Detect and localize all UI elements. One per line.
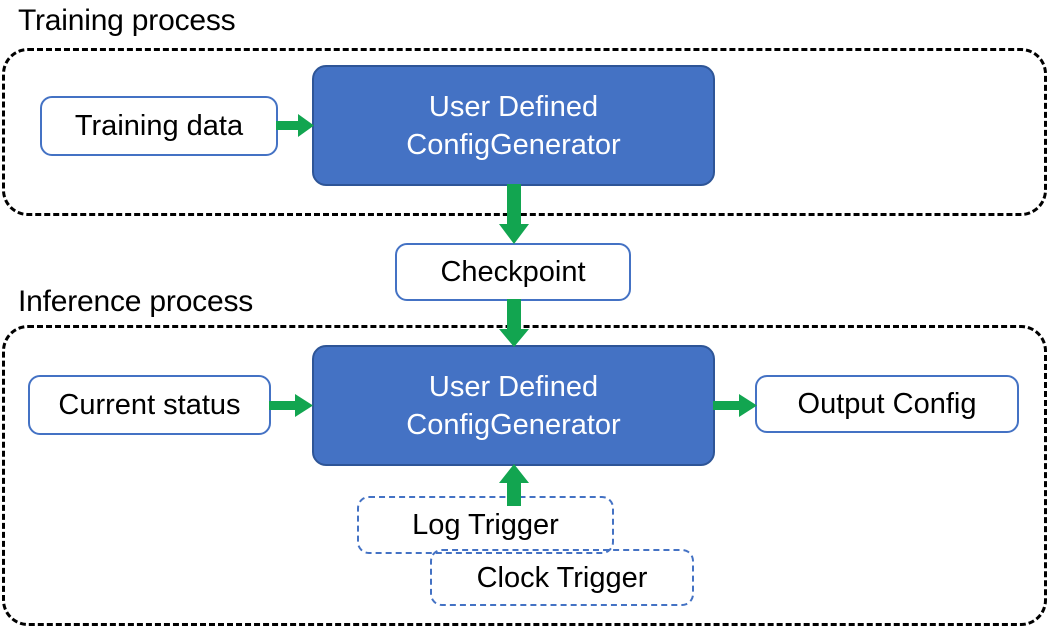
node-current-status[interactable]: Current status <box>28 375 271 435</box>
node-generator-inference-label-line2: ConfigGenerator <box>406 408 621 441</box>
node-generator-training-label-line2: ConfigGenerator <box>406 128 621 161</box>
node-log-trigger-label: Log Trigger <box>412 509 559 541</box>
node-output-config-label: Output Config <box>797 388 977 420</box>
training-process-title: Training process <box>18 4 236 37</box>
node-training-data[interactable]: Training data <box>40 96 278 156</box>
node-generator-training[interactable]: User Defined ConfigGenerator <box>312 65 715 186</box>
node-output-config[interactable]: Output Config <box>755 375 1019 433</box>
node-training-data-label: Training data <box>74 110 244 142</box>
node-clock-trigger[interactable]: Clock Trigger <box>430 549 694 606</box>
node-generator-inference[interactable]: User Defined ConfigGenerator <box>312 345 715 466</box>
node-generator-inference-label-line1: User Defined <box>428 370 599 403</box>
node-checkpoint-label: Checkpoint <box>440 256 586 288</box>
node-generator-training-label-line1: User Defined <box>428 90 599 123</box>
node-checkpoint[interactable]: Checkpoint <box>395 243 631 301</box>
node-clock-trigger-label: Clock Trigger <box>476 561 648 594</box>
node-current-status-label: Current status <box>58 389 241 421</box>
node-log-trigger[interactable]: Log Trigger <box>357 496 614 554</box>
inference-process-title: Inference process <box>18 285 254 318</box>
